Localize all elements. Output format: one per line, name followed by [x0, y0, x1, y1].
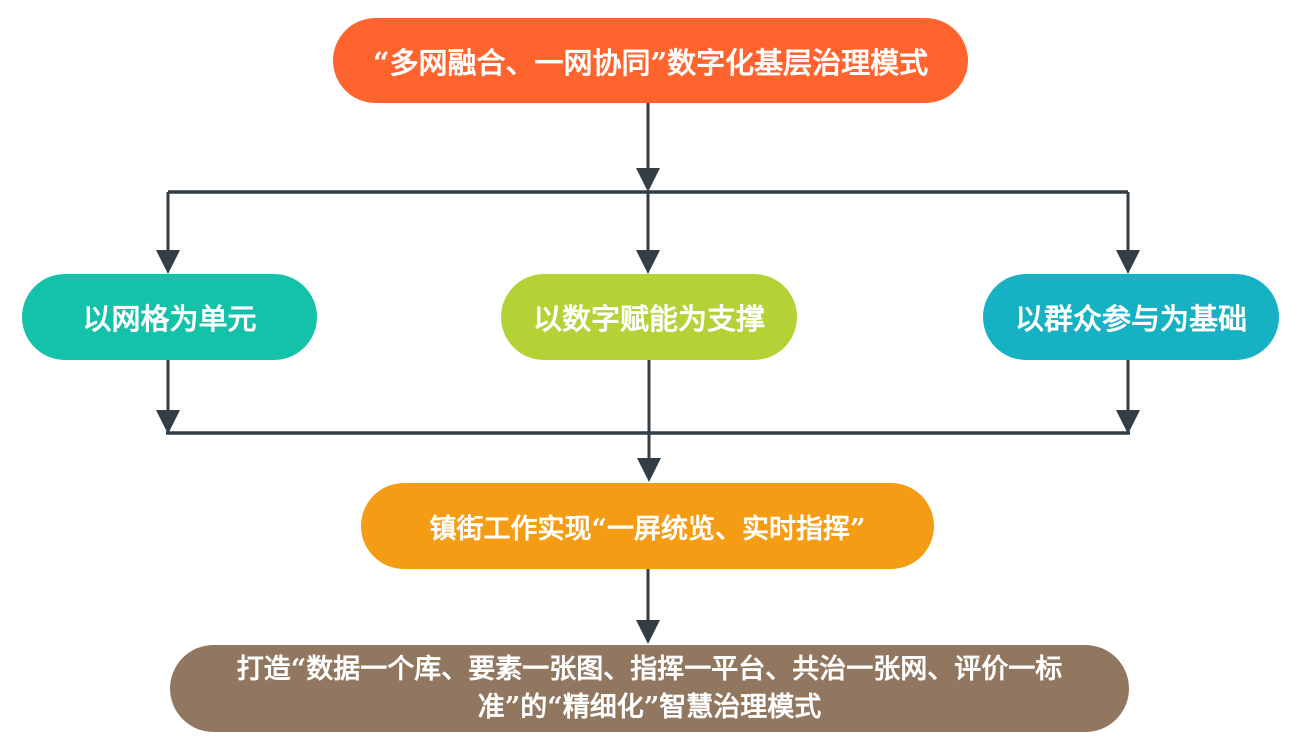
title-text: “多网融合、一网协同”数字化基层治理模式: [372, 45, 929, 80]
pillar-node-public: 以群众参与为基础: [983, 274, 1279, 360]
pillar-text: 以数字赋能为支撑: [532, 302, 765, 336]
pillar-node-grid: 以网格为单元: [22, 274, 317, 360]
outcome-text: 镇街工作实现“一屏统览、实时指挥”: [429, 513, 866, 545]
result-node: 打造“数据一个库、要素一张图、指挥一平台、共治一张网、评价一标准”的“精细化”智…: [170, 645, 1129, 732]
pillar-text: 以网格为单元: [82, 302, 257, 336]
title-node: “多网融合、一网协同”数字化基层治理模式: [333, 18, 968, 103]
result-text: 打造“数据一个库、要素一张图、指挥一平台、共治一张网、评价一标准”的“精细化”智…: [236, 653, 1063, 723]
outcome-node: 镇街工作实现“一屏统览、实时指挥”: [361, 483, 934, 569]
pillar-node-digital: 以数字赋能为支撑: [501, 274, 797, 360]
pillar-text: 以群众参与为基础: [1014, 302, 1247, 336]
